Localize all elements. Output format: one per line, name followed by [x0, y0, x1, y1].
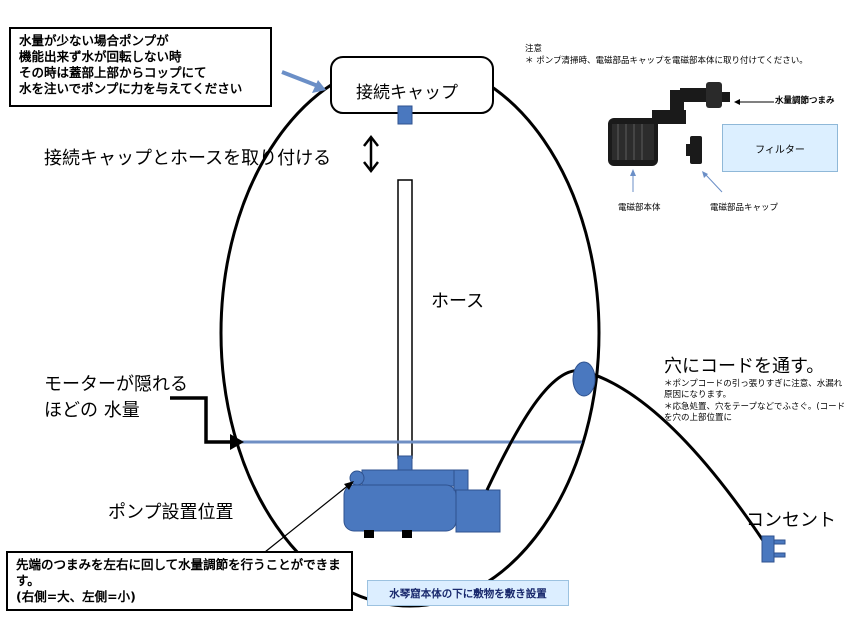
plug-icon: [761, 535, 786, 563]
flow-adjust-callout: 先端のつまみを左右に回して水量調節を行うことができます。 (右側=大、左側=小): [6, 551, 353, 611]
water-level-label-line1: モーターが隠れる: [44, 374, 188, 395]
cord-note: ＊応急処置、穴をテープなどでふさぐ。(コード: [664, 402, 846, 412]
callout-line: 水を注いでポンプに力を与えてください: [19, 81, 243, 96]
callout-line: 水量が少ない場合ポンプが: [19, 33, 169, 48]
hose: [397, 179, 413, 459]
cord-note: を穴の上部位置に: [664, 413, 733, 423]
hose-label: ホース: [431, 291, 485, 312]
cord-note: 原因になります。: [664, 390, 732, 400]
flow-knob-label: 水量調節つまみ: [775, 96, 835, 106]
callout-line: 機能出来ず水が回転しない時: [19, 49, 182, 64]
double-arrow-icon: [363, 134, 379, 174]
cap-connector: [397, 105, 413, 125]
filter-label: フィルター: [755, 144, 805, 156]
callout-line: (右側=大、左側=小): [16, 589, 136, 604]
filter-box: フィルター: [722, 124, 838, 172]
callout-line: その時は蓋部上部からコップにて: [19, 65, 207, 80]
attention-title: 注意: [525, 44, 543, 54]
low-water-callout: 水量が少ない場合ポンプが 機能出来ず水が回転しない時 その時は蓋部上部からコップ…: [9, 27, 272, 107]
pump-photo: [608, 82, 774, 193]
attention-text: ＊ ポンプ清掃時、電磁部品キャップを電磁部本体に取り付けてください。: [525, 56, 808, 66]
water-level-arrow: [170, 396, 244, 450]
connection-cap-label: 接続キャップ: [356, 83, 458, 103]
water-level-label-line2: ほどの 水量: [44, 400, 140, 421]
callout-line: 先端のつまみを左右に回して水量調節を行うことができます。: [16, 557, 341, 588]
cord-label: 穴にコードを通す。: [664, 356, 825, 377]
magnet-body-label: 電磁部本体: [618, 203, 661, 213]
attach-instruction-label: 接続キャップとホースを取り付ける: [44, 148, 332, 169]
outlet-label: コンセント: [746, 510, 836, 531]
cord-note: ＊ポンプコードの引っ張りすぎに注意、水漏れ: [664, 379, 843, 389]
placement-note: 水琴窟本体の下に敷物を敷き設置: [367, 580, 569, 606]
cord-hole: [572, 361, 596, 397]
knob-pointer-arrow: [254, 481, 354, 561]
arrow-icon: [281, 70, 326, 93]
pump-position-label: ポンプ設置位置: [108, 502, 234, 523]
pump: [343, 469, 501, 538]
hose-bottom: [397, 455, 413, 471]
magnet-cap-label: 電磁部品キャップ: [710, 203, 779, 213]
